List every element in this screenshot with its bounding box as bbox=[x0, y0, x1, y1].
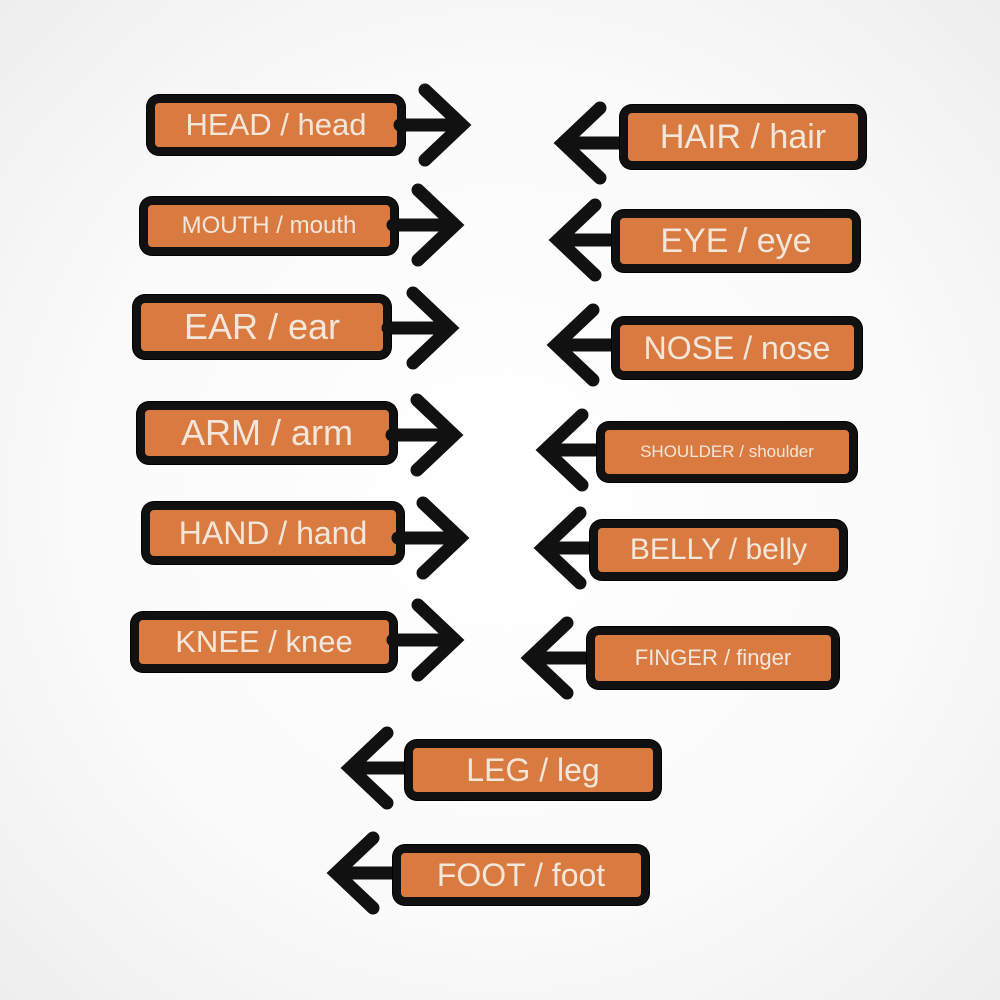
label-hair: HAIR / hair bbox=[620, 105, 866, 169]
label-ear: EAR / ear bbox=[133, 295, 391, 359]
label-nose: NOSE / nose bbox=[612, 317, 862, 379]
label-knee: KNEE / knee bbox=[131, 612, 397, 672]
arrow-left-icon bbox=[520, 616, 599, 700]
label-shoulder: SHOULDER / shoulder bbox=[597, 422, 857, 482]
label-eye: EYE / eye bbox=[612, 210, 860, 272]
arrow-right-icon bbox=[391, 496, 470, 580]
arrow-left-icon bbox=[548, 198, 627, 282]
arrow-right-icon bbox=[386, 183, 465, 267]
label-foot: FOOT / foot bbox=[393, 845, 649, 905]
label-finger: FINGER / finger bbox=[587, 627, 839, 689]
arrow-right-icon bbox=[381, 286, 460, 370]
label-hand: HAND / hand bbox=[142, 502, 404, 564]
arrow-left-icon bbox=[326, 831, 405, 915]
label-belly: BELLY / belly bbox=[590, 520, 847, 580]
arrow-right-icon bbox=[386, 598, 465, 682]
arrow-right-icon bbox=[385, 393, 464, 477]
label-mouth: MOUTH / mouth bbox=[140, 197, 398, 255]
arrow-left-icon bbox=[546, 303, 625, 387]
label-arm: ARM / arm bbox=[137, 402, 397, 464]
label-head: HEAD / head bbox=[147, 95, 405, 155]
arrow-right-icon bbox=[393, 83, 472, 167]
arrow-left-icon bbox=[553, 101, 632, 185]
label-leg: LEG / leg bbox=[405, 740, 661, 800]
arrow-left-icon bbox=[340, 726, 419, 810]
